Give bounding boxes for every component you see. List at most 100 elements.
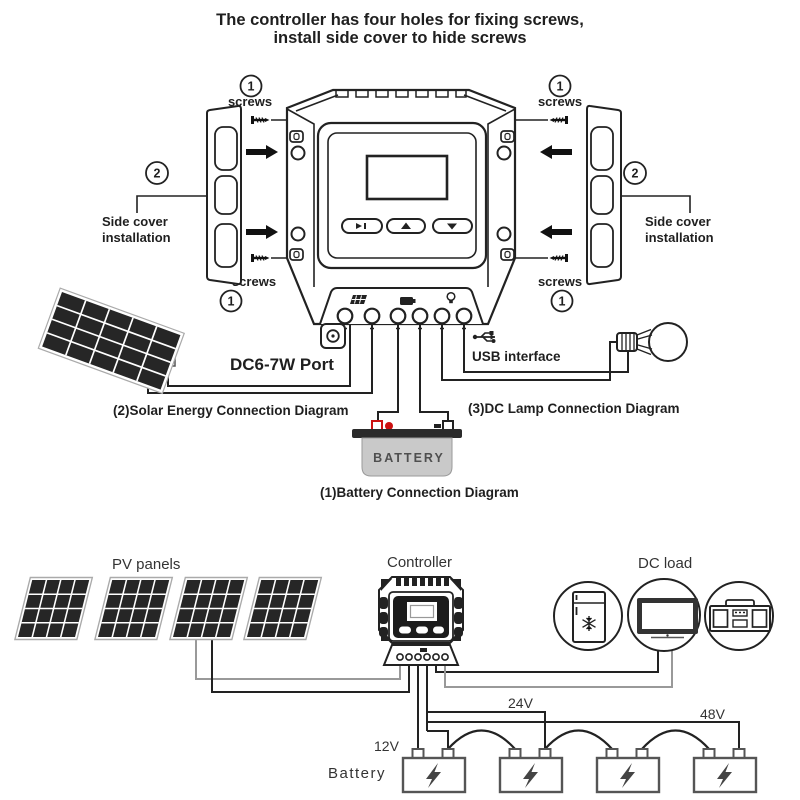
screw-icon (549, 254, 568, 262)
battery-body (361, 437, 453, 477)
lightning-icon (620, 763, 635, 788)
step-circle (145, 161, 169, 185)
mount-hole (290, 145, 306, 161)
step-circle (550, 289, 574, 313)
battery-positive-dot (385, 422, 393, 430)
callout-line (621, 195, 691, 213)
small-terminals (396, 653, 449, 661)
wire-48v (427, 721, 740, 749)
side-cover-label-line1: Side cover (102, 214, 168, 229)
lcd-display (365, 154, 449, 201)
dc-port-icon (320, 323, 346, 349)
side-cover-label-line2: installation (102, 230, 171, 245)
small-button (433, 626, 444, 634)
cover-cutout (214, 175, 238, 215)
battery-lid (352, 429, 462, 438)
small-battery-mark (420, 648, 427, 652)
small-lcd-inner (409, 604, 435, 619)
arrow-right-icon (246, 225, 278, 239)
snowflake-icon (582, 616, 596, 631)
mount-hole (496, 226, 512, 242)
screws-label: screws (538, 274, 582, 289)
caption-battery: (1)Battery Connection Diagram (320, 485, 519, 500)
set-button-glyph (356, 223, 366, 229)
mount-hole (290, 226, 306, 242)
mount-wing-edges (286, 108, 516, 287)
side-ribs (379, 597, 463, 637)
dc-load-group (553, 578, 774, 652)
step-number: 1 (559, 295, 566, 309)
screws-label: screws (232, 274, 276, 289)
small-button (416, 626, 428, 634)
cover-cutout (214, 223, 238, 268)
step-number: 1 (557, 80, 564, 94)
callout-line (136, 195, 207, 213)
pv-wire-black (211, 635, 410, 693)
lightning-icon (523, 763, 538, 788)
tv-icon (637, 598, 698, 639)
step-number: 2 (632, 167, 639, 181)
screw-slots (289, 130, 515, 261)
usb-label: USB interface (472, 349, 561, 364)
battery-cell (401, 748, 467, 794)
system-diagram: PV panels Controller DC load (14, 554, 774, 794)
system-wires (195, 635, 740, 750)
arrow-left-icon (540, 145, 572, 159)
side-cover-right (586, 104, 622, 286)
lightning-icon (426, 763, 441, 788)
solar-terminal-icon (350, 295, 367, 304)
battery-positive-terminal (371, 420, 383, 431)
controller-small (378, 576, 464, 666)
load-bubble (627, 578, 701, 652)
battery-box-label: BATTERY (373, 451, 445, 465)
battery-bank-label: Battery (328, 765, 386, 782)
lamp-terminal-icon (446, 291, 456, 304)
fridge-icon (572, 591, 606, 643)
step-circle (219, 289, 243, 313)
front-panel-inner (327, 132, 477, 259)
page-title-line1: The controller has four holes for fixing… (216, 11, 584, 29)
step-circle (623, 161, 647, 185)
small-button (399, 626, 411, 634)
cover-cutout (590, 126, 614, 171)
cover-cutout (590, 175, 614, 215)
series-link-wires (447, 729, 710, 750)
controller-front-view (285, 88, 517, 330)
down-button-glyph (447, 223, 457, 230)
cover-cutout (590, 223, 614, 268)
right-callouts: 1 screws screws 1 2 Side (506, 74, 714, 313)
battery-wires (377, 325, 449, 423)
battery-cell (595, 748, 661, 794)
pv-panel-array (14, 576, 323, 641)
page-title-line2: install side cover to hide screws (273, 29, 526, 47)
step-number: 2 (154, 167, 161, 181)
load-wire-gray (444, 650, 673, 688)
arrow-left-icon (540, 225, 572, 239)
shoulder-lines (295, 94, 507, 112)
left-callouts: 1 screws screws 1 2 Side (102, 74, 296, 313)
load-bubble (704, 581, 774, 651)
screws-label: screws (538, 94, 582, 109)
mount-hole (496, 145, 512, 161)
solar-panel (37, 287, 186, 395)
pv-panel (169, 576, 249, 641)
load-bubble (553, 581, 623, 651)
lightning-icon (717, 763, 732, 788)
terminal-icons (350, 291, 456, 305)
battery-terminal-icon (400, 297, 416, 305)
pv-panel (14, 576, 94, 641)
screw-icon (549, 116, 568, 124)
controller-label: Controller (387, 554, 452, 571)
heat-fins-dark (396, 578, 449, 586)
bulb-icon (616, 322, 688, 362)
battery-cell (498, 748, 564, 794)
heat-sink-fins (335, 90, 467, 98)
pv-panel (94, 576, 174, 641)
screw-icon (251, 254, 270, 262)
caption-lamp: (3)DC Lamp Connection Diagram (468, 401, 680, 416)
step-number: 1 (228, 295, 235, 309)
lamp-wires (441, 325, 629, 381)
battery-cell (692, 748, 758, 794)
side-cover-label-line2: installation (645, 230, 714, 245)
